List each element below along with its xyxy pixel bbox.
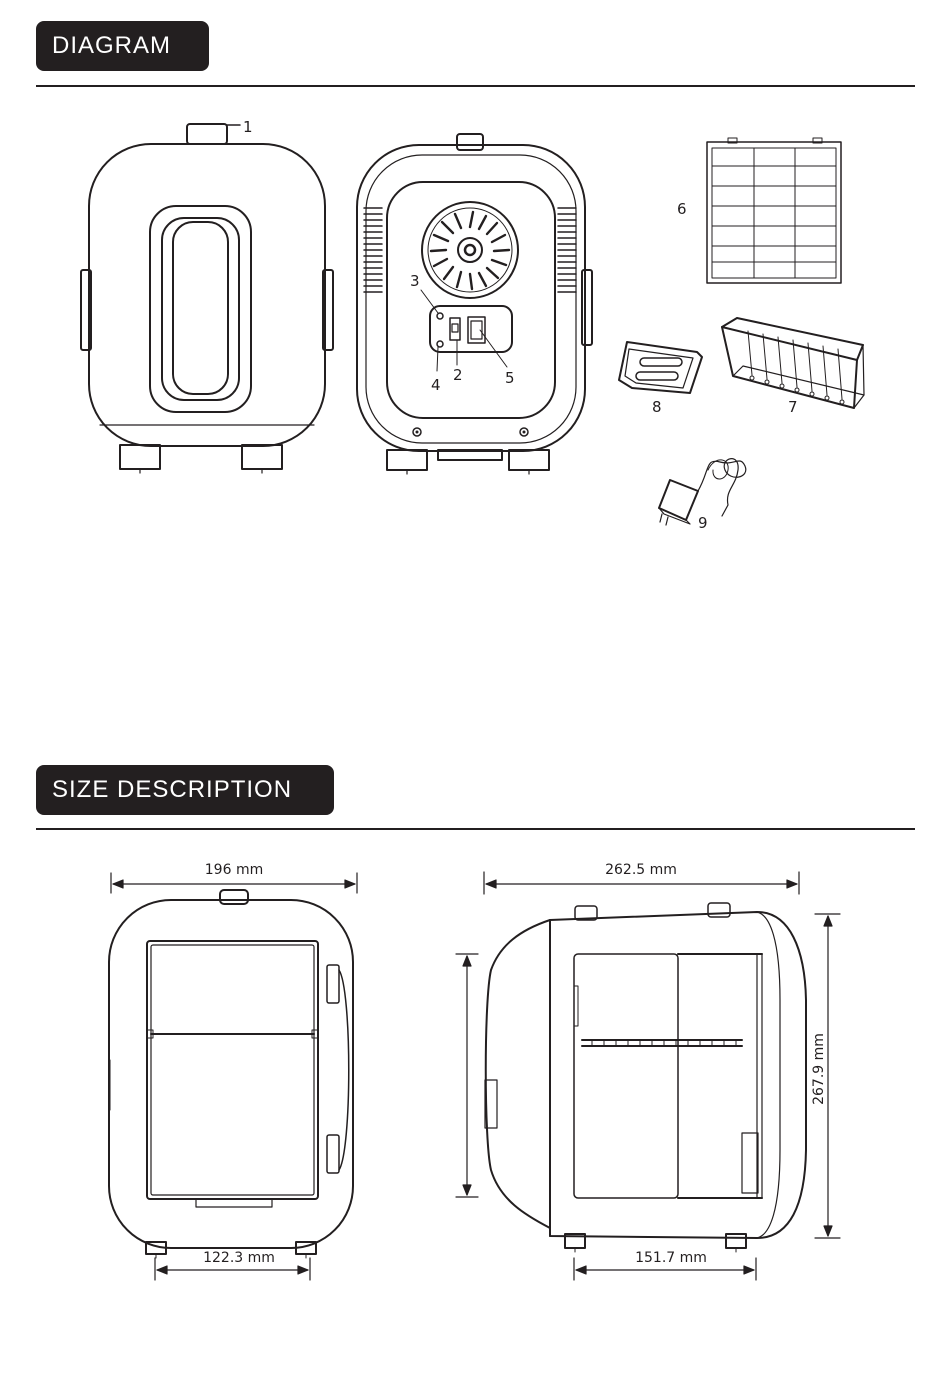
fan-icon (422, 202, 518, 298)
callout-5: 5 (505, 369, 515, 387)
callout-7: 7 (788, 398, 798, 416)
dimension-side-height-label: 267.9 mm (811, 1033, 827, 1105)
fridge-side-size-illustration (485, 903, 806, 1252)
callout-2: 2 (453, 366, 463, 384)
dimension-front-base-label: 122.3 mm (203, 1250, 275, 1266)
drip-tray-illustration (619, 342, 702, 393)
callout-1: 1 (243, 118, 253, 136)
callout-3: 3 (410, 272, 420, 290)
fridge-back-illustration (357, 134, 592, 474)
callout-9: 9 (698, 514, 708, 532)
dimension-side-depth-label: 262.5 mm (605, 862, 677, 878)
dimension-side-base-label: 151.7 mm (635, 1250, 707, 1266)
callout-4: 4 (431, 376, 441, 394)
callout-6: 6 (677, 200, 687, 218)
shelf-grid-illustration (707, 138, 841, 283)
callout-8: 8 (652, 398, 662, 416)
dimension-side-inner-height (456, 954, 478, 1197)
fridge-front-illustration (81, 124, 333, 473)
dimension-front-width-label: 196 mm (205, 862, 263, 878)
fridge-front-size-illustration (109, 890, 353, 1258)
bottle-rack-illustration (722, 318, 864, 408)
